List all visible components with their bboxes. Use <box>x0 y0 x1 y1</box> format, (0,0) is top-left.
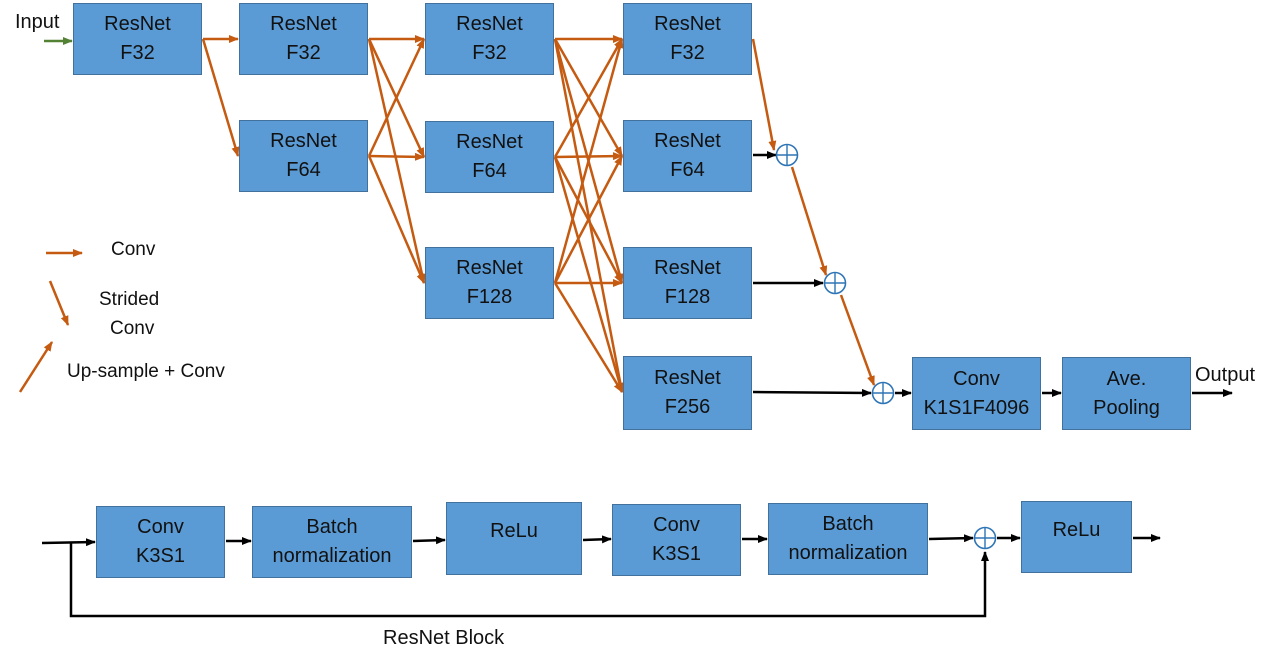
resnet-block-s4-f64: ResNet F64 <box>623 120 752 192</box>
sum-nodes <box>775 143 997 550</box>
conv-arrow <box>553 156 624 393</box>
rb-title: ReLu <box>490 520 538 542</box>
conv-1x1-box: Conv K1S1F4096 <box>912 357 1041 430</box>
block-filters: F64 <box>670 159 705 181</box>
conv-arrow <box>553 282 624 393</box>
sum-node-icon <box>775 143 799 167</box>
block-filters: F64 <box>472 160 507 182</box>
plain-arrows <box>41 151 1233 618</box>
conv-arrow <box>553 38 625 393</box>
resnet-block-s4-f128: ResNet F128 <box>623 247 752 319</box>
strided-conv-arrow <box>751 38 777 151</box>
resnet-block-s4-f256: ResNet F256 <box>623 356 752 430</box>
block-title: ResNet <box>270 130 337 152</box>
head-params: Pooling <box>1093 396 1160 419</box>
head-title: Ave. <box>1106 367 1147 390</box>
resnet-block-s3-f128: ResNet F128 <box>425 247 554 319</box>
strided-conv-arrow <box>839 294 876 386</box>
block-title: ResNet <box>654 130 721 152</box>
conv-arrow <box>553 38 624 158</box>
conv-arrows <box>18 35 876 393</box>
block-title: ResNet <box>456 257 523 279</box>
strided-conv-arrow <box>790 166 828 276</box>
block-title: ResNet <box>456 13 523 35</box>
avg-pooling-box: Ave. Pooling <box>1062 357 1191 430</box>
rb-conv-1: Conv K3S1 <box>96 506 225 578</box>
head-title: Conv <box>953 367 1000 390</box>
rb-title: Batch <box>822 513 874 535</box>
rb-conv-2: Conv K3S1 <box>612 504 741 576</box>
conv-arrow <box>367 38 426 284</box>
rb-title: ReLu <box>1052 519 1101 541</box>
block-title: ResNet <box>456 131 523 153</box>
sum-node-icon <box>871 381 895 405</box>
resnet-block-s1-f32: ResNet F32 <box>73 3 202 75</box>
plain-arrow <box>928 534 974 543</box>
input-label: Input <box>15 11 60 33</box>
head-params: K1S1F4096 <box>923 396 1030 419</box>
legend-strided-arrow <box>48 280 70 326</box>
conv-arrow <box>367 155 426 284</box>
block-filters: F32 <box>472 42 507 64</box>
legend-upsample-label: Up-sample + Conv <box>67 361 225 382</box>
plain-arrow <box>41 538 96 547</box>
sum-node-icon <box>973 526 997 550</box>
block-filters: F32 <box>120 42 155 64</box>
rb-title: Conv <box>653 514 700 536</box>
conv-arrow <box>553 38 624 284</box>
block-filters: F32 <box>286 42 321 64</box>
resnet-block-s2-f64: ResNet F64 <box>239 120 368 192</box>
rb-relu-1: ReLu <box>446 502 582 575</box>
output-label: Output <box>1195 364 1256 386</box>
rb-relu-2: ReLu <box>1021 501 1132 573</box>
block-title: ResNet <box>654 367 721 389</box>
plain-arrow <box>412 536 446 545</box>
conv-arrow <box>368 152 425 161</box>
block-filters: F64 <box>286 159 321 181</box>
block-filters: F256 <box>664 396 711 418</box>
legend-upsample-arrow <box>18 341 54 393</box>
skip-connection-arrow <box>69 543 989 618</box>
block-title: ResNet <box>104 13 171 35</box>
rb-params: normalization <box>788 542 908 564</box>
rb-params: K3S1 <box>136 545 185 567</box>
block-filters: F128 <box>466 286 513 308</box>
legend-conv-label: Conv <box>111 239 156 260</box>
block-filters: F128 <box>664 286 711 308</box>
conv-arrow <box>553 155 624 284</box>
legend-strided-label-2: Conv <box>110 318 155 339</box>
rb-params: K3S1 <box>652 543 701 565</box>
rb-batchnorm-1: Batch normalization <box>252 506 412 578</box>
rb-params: normalization <box>272 545 392 567</box>
resnet-block-s3-f64: ResNet F64 <box>425 121 554 193</box>
resnet-block-s3-f32: ResNet F32 <box>425 3 554 75</box>
rb-title: Conv <box>137 516 184 538</box>
resnet-block-caption: ResNet Block <box>383 627 505 649</box>
sum-node-icon <box>823 271 847 295</box>
block-title: ResNet <box>654 13 721 35</box>
conv-arrow <box>367 38 426 157</box>
block-title: ResNet <box>270 13 337 35</box>
resnet-block-s4-f32: ResNet F32 <box>623 3 752 75</box>
resnet-block-s2-f32: ResNet F32 <box>239 3 368 75</box>
strided-conv-arrow <box>201 38 240 157</box>
block-title: ResNet <box>654 257 721 279</box>
plain-arrow <box>582 535 612 544</box>
legend-strided-label-1: Strided <box>99 289 160 310</box>
rb-batchnorm-2: Batch normalization <box>768 503 928 575</box>
rb-title: Batch <box>306 516 358 538</box>
block-filters: F32 <box>670 42 705 64</box>
plain-arrow <box>752 388 872 397</box>
